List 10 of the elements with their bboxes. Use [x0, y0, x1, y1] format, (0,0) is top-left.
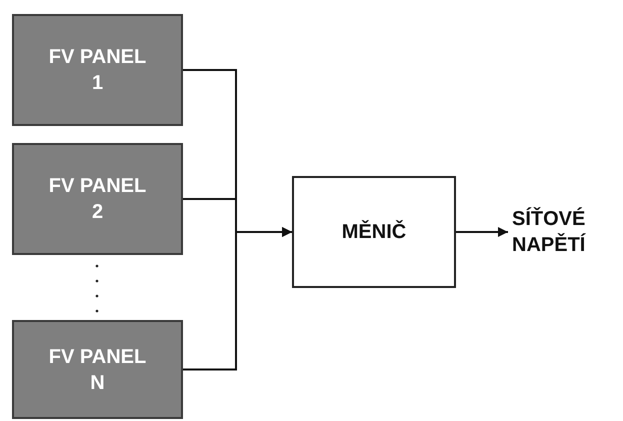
- box-label: FV PANEL N: [48, 344, 148, 396]
- connector-arrow: [456, 227, 508, 237]
- inverter-box: [292, 176, 456, 288]
- box-label: FV PANEL 2: [48, 174, 148, 225]
- box-label: FV PANEL 1: [48, 45, 148, 96]
- panel-box: [12, 143, 183, 255]
- connector-arrow: [183, 227, 292, 370]
- box-label: MĚNIČ: [342, 219, 406, 245]
- panel-box: [12, 14, 183, 126]
- panel-box: [12, 320, 183, 419]
